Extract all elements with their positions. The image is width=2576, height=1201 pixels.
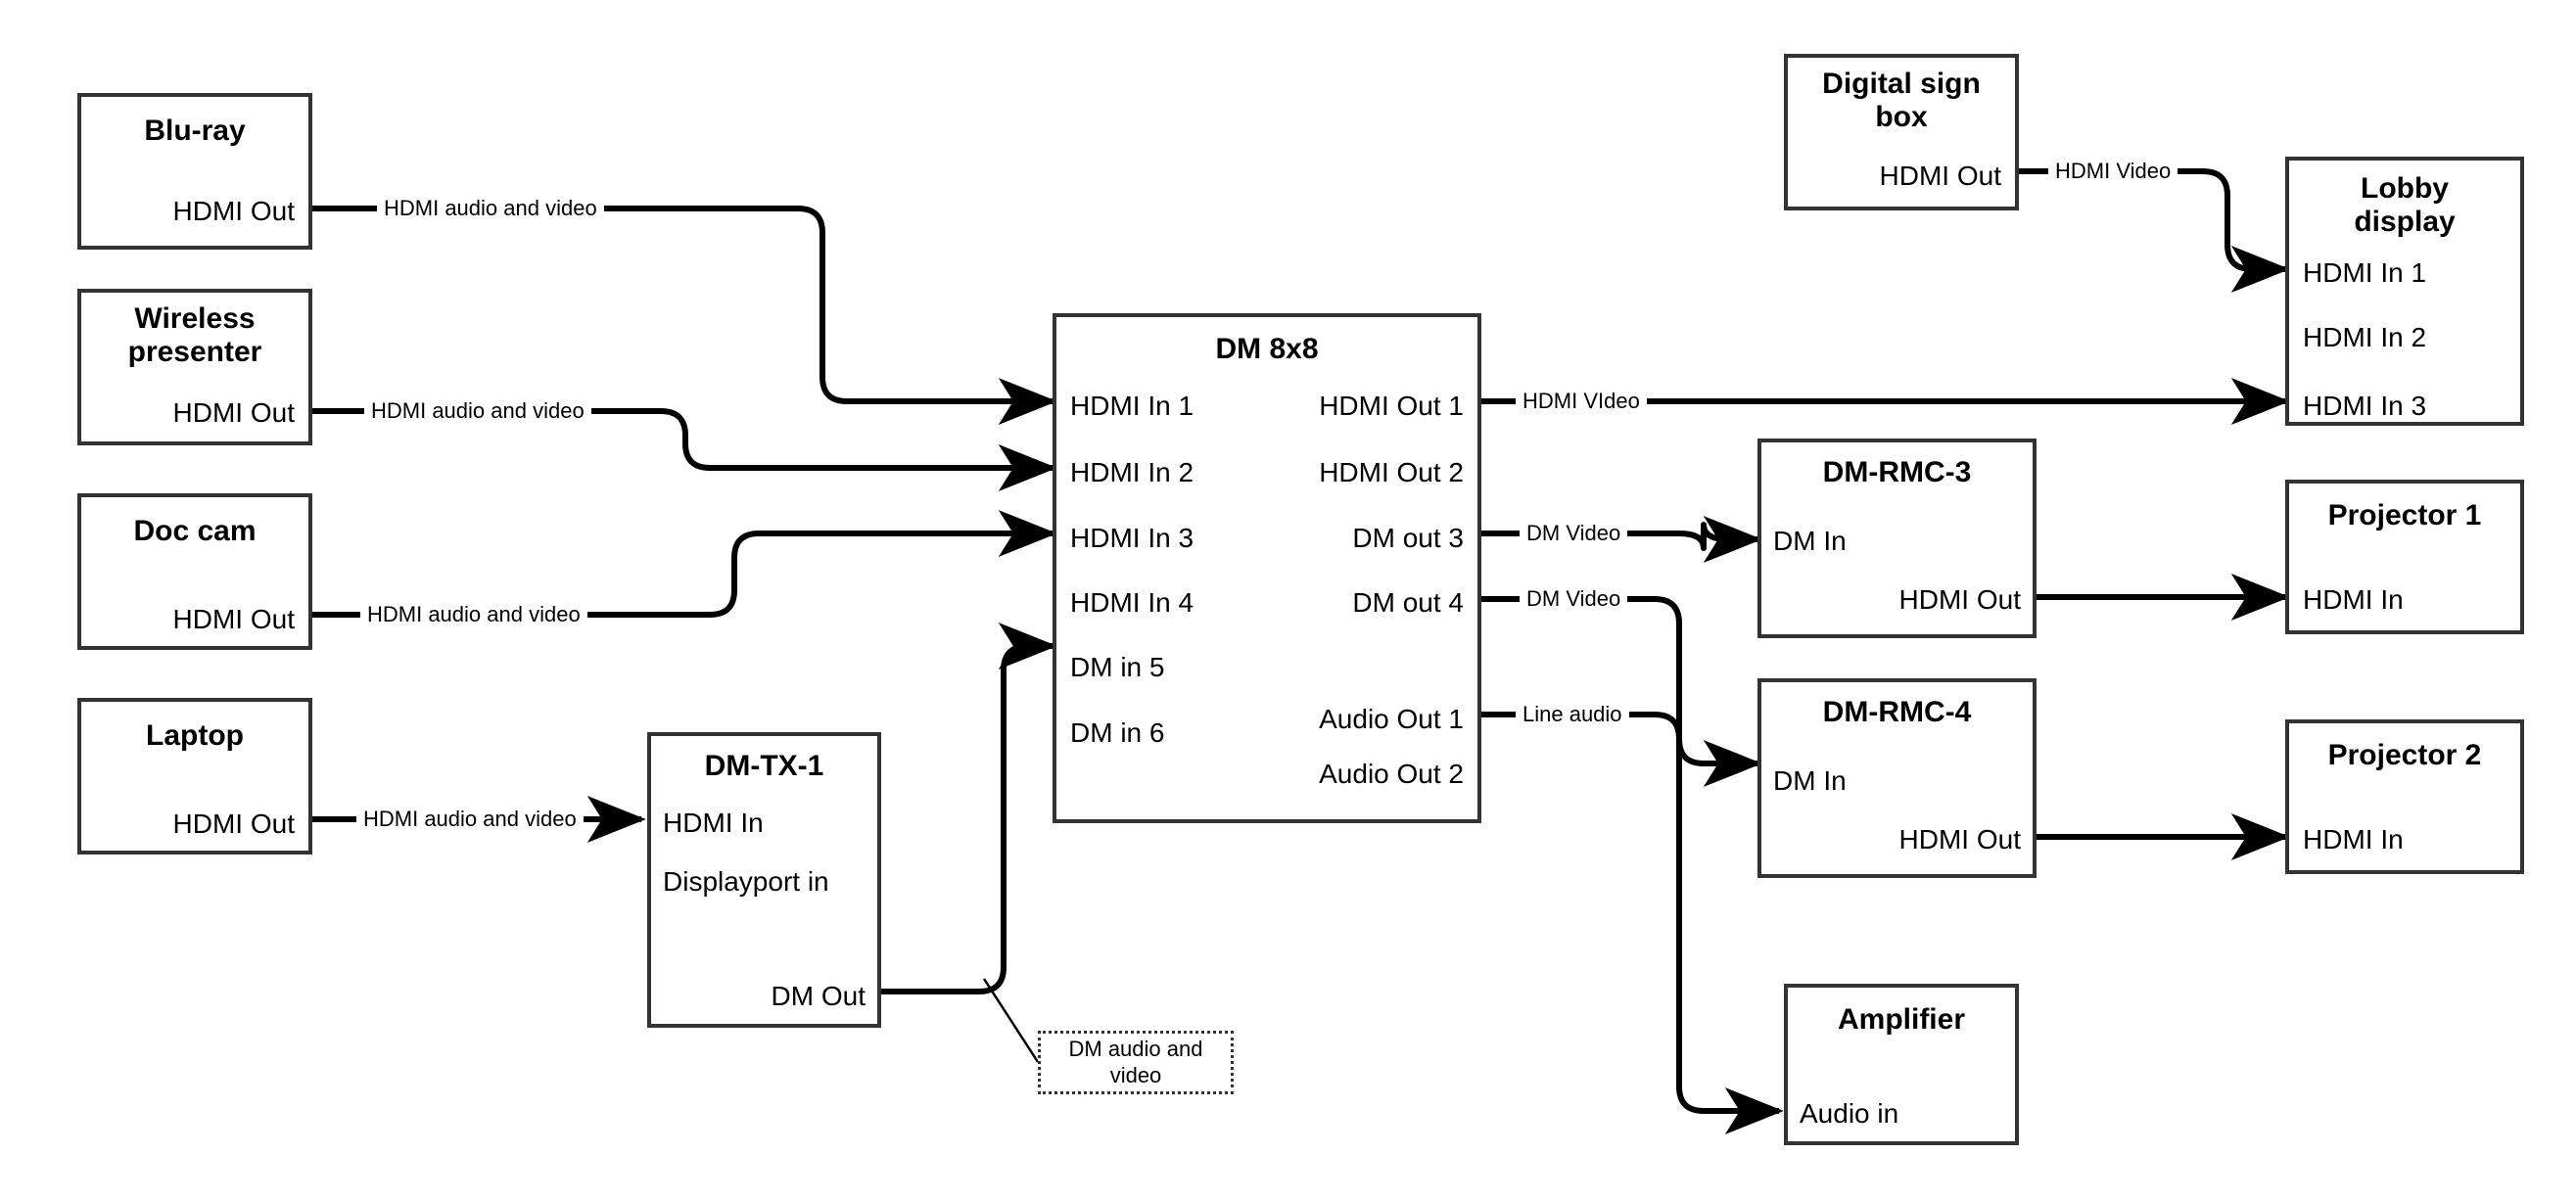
port-dm8x8-hdmi-in-1: HDMI In 1	[1070, 391, 1194, 421]
edge-label-bluray-to-dm8x8: HDMI audio and video	[377, 198, 604, 219]
port-rmc4-hdmi-out: HDMI Out	[1898, 824, 2021, 855]
node-dm-rmc-4-title: DM-RMC-4	[1822, 696, 1972, 728]
node-dm-rmc-3[interactable]: DM-RMC-3 DM In HDMI Out	[1757, 439, 2037, 638]
edge-wireless-to-dm8x8	[312, 408, 1057, 491]
node-dm-tx-1[interactable]: DM-TX-1 HDMI In Displayport in DM Out	[647, 732, 881, 1028]
edge-dm8x8-to-rmc4	[1481, 596, 1762, 787]
port-dm8x8-hdmi-in-4: HDMI In 4	[1070, 587, 1194, 618]
port-dm8x8-audio-out-1: Audio Out 1	[1319, 704, 1464, 734]
port-rmc3-hdmi-out: HDMI Out	[1898, 584, 2021, 615]
port-projector1-hdmi-in: HDMI In	[2303, 584, 2404, 615]
note-leader-line	[982, 978, 1040, 1063]
node-dm-8x8[interactable]: DM 8x8 HDMI In 1 HDMI In 2 HDMI In 3 HDM…	[1053, 313, 1481, 823]
port-amplifier-audio-in: Audio in	[1800, 1098, 1899, 1129]
node-laptop-title: Laptop	[146, 719, 244, 752]
edge-label-dm8x8-to-amplifier: Line audio	[1516, 704, 1629, 725]
node-dm-tx-1-title: DM-TX-1	[704, 750, 824, 782]
note-dm-audio-and-video: DM audio and video	[1038, 1031, 1234, 1094]
port-bluray-hdmi-out: HDMI Out	[172, 196, 295, 226]
port-dm8x8-dm-in-5: DM in 5	[1070, 652, 1165, 682]
edge-dm8x8-to-rmc3	[1481, 516, 1762, 563]
edge-label-doccam-to-dm8x8: HDMI audio and video	[360, 604, 587, 625]
port-dm8x8-dm-out-4: DM out 4	[1352, 587, 1464, 618]
port-doccam-hdmi-out: HDMI Out	[172, 604, 295, 634]
port-rmc4-dm-in: DM In	[1773, 765, 1847, 796]
port-signbox-hdmi-out: HDMI Out	[1879, 161, 2001, 191]
port-dm8x8-hdmi-out-2: HDMI Out 2	[1319, 457, 1464, 487]
port-rmc3-dm-in: DM In	[1773, 526, 1847, 556]
port-dm8x8-hdmi-in-3: HDMI In 3	[1070, 523, 1194, 553]
port-lobby-hdmi-in-3: HDMI In 3	[2303, 391, 2427, 421]
edge-label-dm8x8-to-lobby: HDMI VIdeo	[1516, 391, 1647, 412]
node-dm-8x8-title: DM 8x8	[1215, 333, 1319, 365]
node-projector-1-title: Projector 1	[2327, 499, 2482, 531]
node-projector-1[interactable]: Projector 1 HDMI In	[2285, 480, 2524, 634]
port-dmtx1-dm-out: DM Out	[771, 981, 866, 1011]
port-dm8x8-dm-out-3: DM out 3	[1352, 523, 1464, 553]
edge-dm8x8-to-amplifier	[1481, 712, 1784, 1134]
node-bluray[interactable]: Blu-ray HDMI Out	[77, 93, 312, 250]
node-amplifier[interactable]: Amplifier Audio in	[1784, 984, 2019, 1145]
port-dmtx1-displayport-in: Displayport in	[663, 866, 829, 897]
edge-label-laptop-to-dmtx1: HDMI audio and video	[356, 808, 584, 830]
port-lobby-hdmi-in-2: HDMI In 2	[2303, 322, 2427, 352]
port-dm8x8-audio-out-2: Audio Out 2	[1319, 759, 1464, 789]
edge-label-signbox-to-lobby: HDMI Video	[2048, 161, 2178, 182]
port-projector2-hdmi-in: HDMI In	[2303, 824, 2404, 855]
node-projector-2-title: Projector 2	[2327, 739, 2482, 771]
node-bluray-title: Blu-ray	[144, 115, 246, 147]
port-dm8x8-dm-in-6: DM in 6	[1070, 717, 1165, 748]
port-wireless-hdmi-out: HDMI Out	[172, 397, 295, 428]
edge-label-dm8x8-to-rmc4: DM Video	[1520, 588, 1628, 610]
edge-signbox-to-lobby	[2019, 168, 2290, 293]
edge-bluray-to-dm8x8	[312, 206, 1057, 425]
node-dm-rmc-4[interactable]: DM-RMC-4 DM In HDMI Out	[1757, 678, 2037, 878]
port-dm8x8-hdmi-in-2: HDMI In 2	[1070, 457, 1194, 487]
node-projector-2[interactable]: Projector 2 HDMI In	[2285, 719, 2524, 874]
node-doc-cam-title: Doc cam	[133, 515, 257, 547]
port-lobby-hdmi-in-1: HDMI In 1	[2303, 257, 2427, 288]
edge-label-wireless-to-dm8x8: HDMI audio and video	[364, 400, 591, 422]
node-doc-cam[interactable]: Doc cam HDMI Out	[77, 493, 312, 650]
port-dm8x8-hdmi-out-1: HDMI Out 1	[1319, 391, 1464, 421]
node-dm-rmc-3-title: DM-RMC-3	[1822, 456, 1972, 488]
node-amplifier-title: Amplifier	[1837, 1003, 1966, 1036]
edge-doccam-to-dm8x8	[312, 510, 1057, 618]
edge-label-dm8x8-to-rmc3: DM Video	[1520, 523, 1628, 544]
node-laptop[interactable]: Laptop HDMI Out	[77, 698, 312, 855]
port-dmtx1-hdmi-in: HDMI In	[663, 808, 764, 838]
edge-dmtx1-to-dm8x8	[881, 623, 1057, 994]
port-laptop-hdmi-out: HDMI Out	[172, 808, 295, 839]
